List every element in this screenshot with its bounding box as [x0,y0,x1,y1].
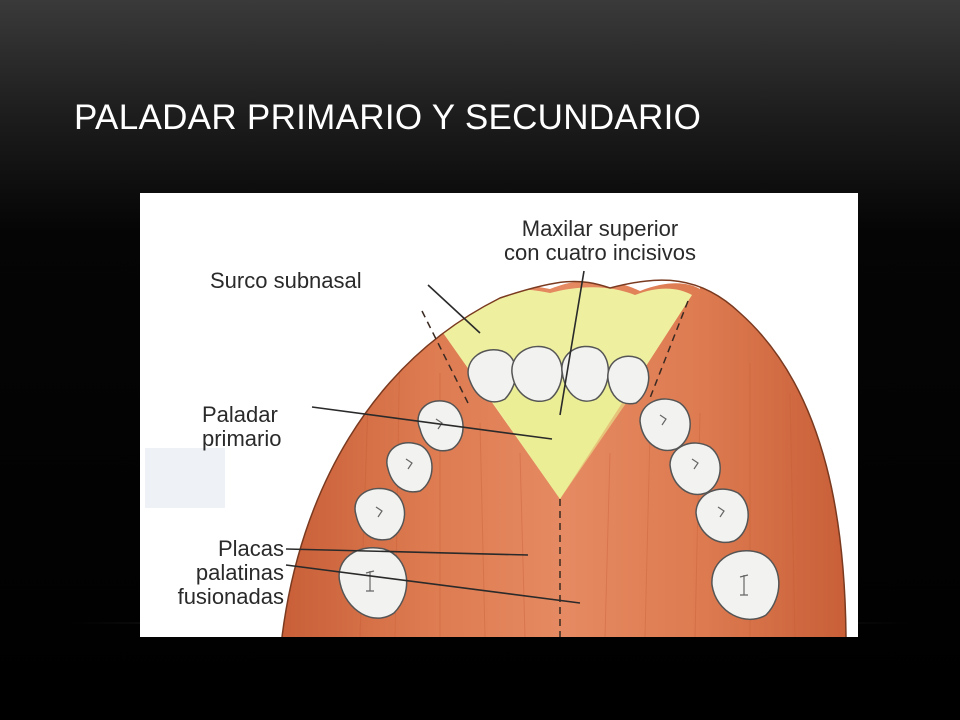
label-surco-line-1: Surco subnasal [210,268,362,293]
right-premolar-2 [695,488,749,544]
label-maxilar-line-2: con cuatro incisivos [504,240,696,265]
label-maxilar-line-1: Maxilar superior [521,216,679,241]
right-molar [711,550,780,620]
label-paladar-line-2: primario [202,426,282,451]
label-paladar-primario: Paladar primario [202,403,281,451]
label-maxilar-superior: Maxilar superior con cuatro incisivos [470,217,730,265]
label-surco-subnasal: Surco subnasal [210,269,362,293]
right-canine [639,398,691,452]
slide-title: PALADAR PRIMARIO Y SECUNDARIO [74,98,702,137]
right-premolar-1 [669,442,721,496]
leader-lines [285,270,585,604]
label-placas-line-1: Placas [217,536,284,561]
label-paladar-line-1: Paladar [202,402,278,427]
label-placas-line-2: palatinas [195,560,284,585]
label-placas-palatinas: Placas palatinas fusionadas [168,537,284,609]
palate-illustration [140,193,858,637]
teeth [338,345,780,620]
palate-diagram: Maxilar superior con cuatro incisivos Su… [140,193,858,637]
incisor-4 [607,355,650,405]
label-placas-line-3: fusionadas [177,584,284,609]
suture-lines [421,300,689,637]
